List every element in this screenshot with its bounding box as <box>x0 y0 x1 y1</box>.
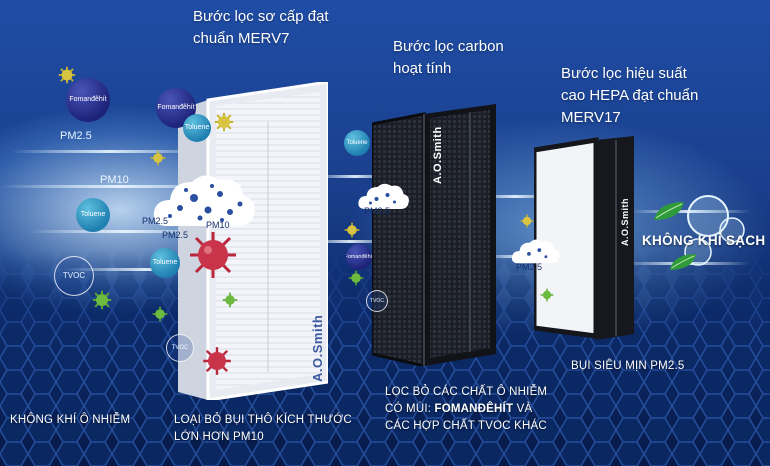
merv7-filter: A.O.Smith <box>178 80 330 402</box>
tvoc-molecule-icon: TVOC <box>54 256 94 296</box>
hepa-heading: Bước lọc hiệu suất cao HEPA đạt chuẩn ME… <box>561 63 698 129</box>
pm25-tag: PM2.5 <box>142 216 169 226</box>
toluene-molecule-icon: Toluene <box>76 198 110 232</box>
merv7-caption-line2: LỚN HƠN PM10 <box>174 431 264 443</box>
clean-air-label: KHÔNG KHÍ SẠCH <box>642 233 766 248</box>
carbon-heading-line1: Bước lọc carbon <box>393 38 504 55</box>
yellow-virus-icon <box>58 66 76 84</box>
green-virus-icon <box>92 290 112 310</box>
yellow-virus-icon <box>150 150 166 166</box>
yellow-virus-icon <box>214 112 234 132</box>
green-leaf-icon <box>654 202 684 220</box>
pm10-tag: PM10 <box>100 174 129 186</box>
polluted-air-caption: KHÔNG KHÍ Ô NHIỄM <box>10 414 131 426</box>
hepa-filter-frame <box>531 136 634 340</box>
carbon-brand-logo: A.O.Smith <box>432 126 444 184</box>
yellow-virus-icon <box>344 222 360 238</box>
hepa-heading-line2: cao HEPA đạt chuẩn <box>561 87 699 104</box>
pm25-tag: PM2.5 <box>162 230 189 240</box>
tvoc-molecule-icon: TVOC <box>366 290 388 312</box>
pm25-tag: PM2.5 <box>364 206 391 216</box>
pm25-dust-cloud-icon <box>511 239 560 264</box>
green-virus-icon <box>540 288 554 302</box>
fomandehit-molecule-icon: Fomanđêhít <box>346 244 372 270</box>
green-virus-icon <box>152 306 168 322</box>
hepa-brand-logo: A.O.Smith <box>620 197 630 246</box>
yellow-virus-icon <box>520 214 534 228</box>
carbon-filter: A.O.Smith <box>370 104 496 368</box>
fomandehit-molecule-icon: Fomanđêhít <box>66 78 110 122</box>
pm25-tag: PM2.5 <box>60 130 92 142</box>
carbon-heading: Bước lọc carbon hoạt tính <box>393 36 504 80</box>
merv7-filter-frame <box>178 80 330 402</box>
merv7-caption: LOẠI BỎ BỤI THÔ KÍCH THƯỚC LỚN HƠN PM10 <box>174 412 352 446</box>
toluene-molecule-icon: Toluene <box>344 130 370 156</box>
merv7-heading-line2: chuẩn MERV7 <box>193 30 290 47</box>
toluene-molecule-icon: Toluene <box>183 114 211 142</box>
hepa-filter: A.O.Smith <box>531 136 634 344</box>
pm25-dust-cloud-icon <box>358 183 409 209</box>
hepa-heading-line3: MERV17 <box>561 109 621 126</box>
carbon-caption-line3: CÁC HỢP CHẤT TVOC KHÁC <box>385 420 547 432</box>
carbon-caption: LỌC BỎ CÁC CHẤT Ô NHIỄM CÓ MÙI: FOMANĐÊH… <box>385 384 547 435</box>
carbon-caption-line1: LỌC BỎ CÁC CHẤT Ô NHIỄM <box>385 386 548 398</box>
green-virus-icon <box>222 292 238 308</box>
tvoc-molecule-icon: TVOC <box>166 334 194 362</box>
green-virus-icon <box>348 270 364 286</box>
carbon-heading-line2: hoạt tính <box>393 60 452 77</box>
merv7-caption-line1: LOẠI BỎ BỤI THÔ KÍCH THƯỚC <box>174 414 352 426</box>
hepa-heading-line1: Bước lọc hiệu suất <box>561 65 687 82</box>
carbon-caption-line2: CÓ MÙI: FOMANĐÊHÍT VÀ <box>385 403 533 415</box>
merv7-heading: Bước lọc sơ cấp đạt chuẩn MERV7 <box>193 6 329 50</box>
red-virus-icon <box>190 232 236 278</box>
hepa-caption: BỤI SIÊU MỊN PM2.5 <box>571 360 685 372</box>
pm25-tag: PM2.5 <box>516 262 543 272</box>
toluene-molecule-icon: Toluene <box>150 248 180 278</box>
merv7-brand-logo: A.O.Smith <box>310 314 325 382</box>
red-virus-icon <box>203 347 231 375</box>
green-leaf-icon <box>669 254 697 270</box>
pm10-dust-cloud-icon <box>153 175 255 226</box>
merv7-heading-line1: Bước lọc sơ cấp đạt <box>193 8 329 25</box>
pm10-cloud-tag: PM10 <box>206 220 230 230</box>
